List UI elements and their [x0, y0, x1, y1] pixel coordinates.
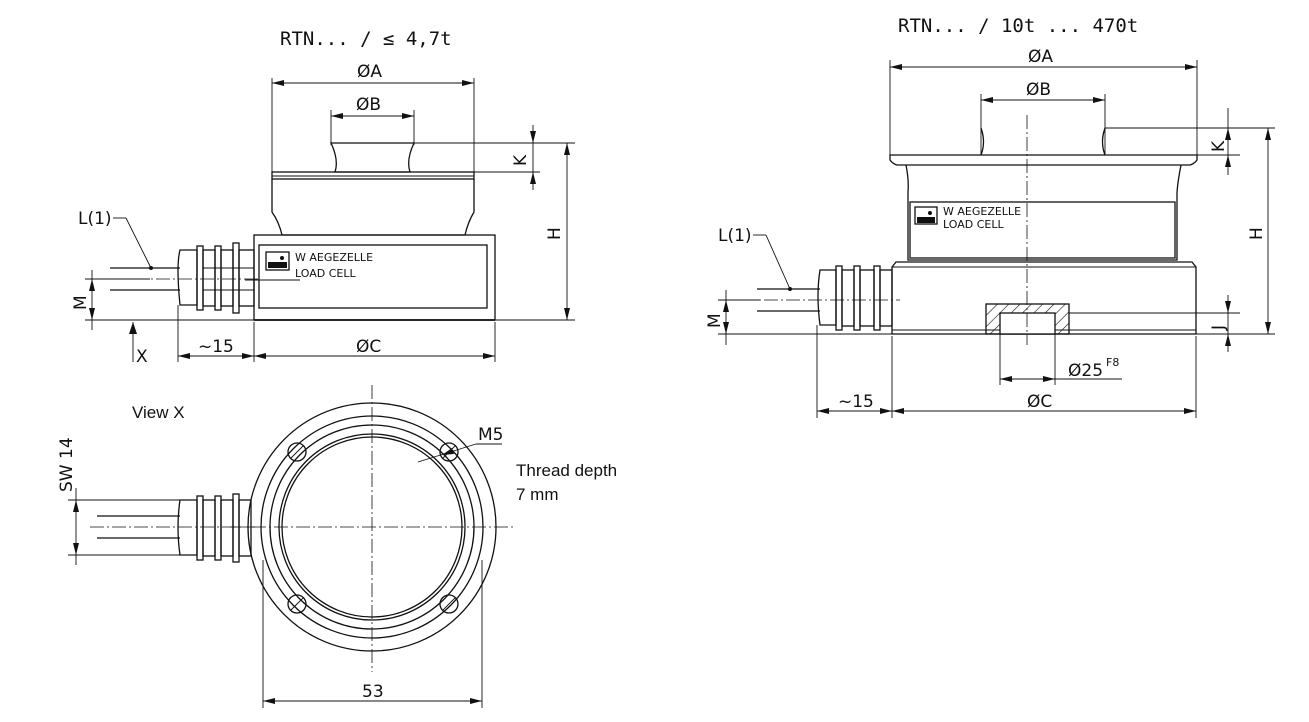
thread-note-line2: 7 mm [516, 485, 559, 504]
left-plate-line2: LOAD CELL [295, 267, 356, 280]
left-dim-15-c: ~15 ØC [177, 305, 496, 362]
bore-tolerance: F8 [1106, 356, 1119, 369]
right-plate-line1: W AEGEZELLE [943, 205, 1021, 218]
right-cable-leader: L(1) [718, 226, 792, 291]
left-dim-a: ØA [271, 62, 475, 178]
left-dim-m-label: M [71, 295, 91, 310]
view-x-letter: X [136, 347, 148, 367]
view-x-marker: X [129, 322, 148, 367]
right-dim-m-label: M [705, 313, 725, 328]
m5-callout: M5 Thread depth 7 mm [417, 425, 617, 504]
left-plate-line1: W AEGEZELLE [295, 251, 373, 264]
left-dim-h-label: H [545, 227, 565, 240]
right-dim-j: J [1069, 295, 1240, 352]
right-dim-a: ØA [889, 47, 1198, 160]
left-dim-15-label: ~15 [198, 337, 234, 357]
sw14-label: SW 14 [57, 437, 77, 492]
left-dim-m: M [71, 270, 254, 330]
bore-label: Ø25 [1068, 361, 1103, 381]
right-dim-m: M [705, 290, 892, 345]
right-cable-label: L(1) [718, 226, 752, 246]
right-dim-k: K [1197, 108, 1240, 175]
right-dim-b-label: ØB [1026, 80, 1051, 100]
right-dim-h-label: H [1247, 227, 1267, 240]
right-dim-a-label: ØA [1028, 47, 1053, 67]
right-dim-h: H [1196, 127, 1275, 335]
left-cable-leader: L(1) [78, 209, 153, 270]
right-dim-bore: Ø25 F8 [999, 334, 1122, 385]
left-dim-b: ØB [330, 95, 415, 145]
right-view-title: RTN... / 10t ... 470t [898, 15, 1138, 37]
right-dim-k-label: K [1209, 140, 1229, 152]
right-dim-b: ØB [980, 80, 1106, 155]
left-dim-h: H [414, 142, 575, 321]
view-x-flange [230, 385, 515, 672]
view-x: View X M5 Thread depth 7 mm [57, 385, 617, 708]
left-dim-k-label: K [511, 154, 531, 166]
left-side-view: RTN... / ≤ 4,7t ØA ØB [71, 28, 575, 367]
right-dim-j-label: J [1209, 325, 1229, 331]
right-dim-c-label: ØC [1027, 392, 1052, 412]
view-x-screw-holes [287, 442, 459, 614]
left-dim-c-label: ØC [356, 337, 381, 357]
view-x-cable-gland [90, 493, 255, 563]
dim-53-label: 53 [362, 682, 384, 702]
left-body: W AEGEZELLE LOAD CELL [245, 142, 496, 321]
right-body: W AEGEZELLE LOAD CELL [889, 115, 1240, 345]
left-cable-gland [90, 242, 260, 314]
left-dim-b-label: ØB [356, 95, 381, 115]
right-plate-line2: LOAD CELL [943, 218, 1004, 231]
right-side-view: RTN... / 10t ... 470t ØA ØB [705, 15, 1275, 418]
right-dim-15-c: ~15 ØC [816, 325, 1197, 418]
dim-sw14: SW 14 [57, 437, 197, 565]
right-dim-15-label: ~15 [838, 392, 874, 412]
thread-note-line1: Thread depth [516, 461, 617, 480]
left-dim-a-label: ØA [357, 62, 382, 82]
left-dim-k: K [410, 125, 540, 190]
right-cable-gland [720, 265, 900, 331]
view-x-title: View X [132, 403, 185, 422]
left-cable-label: L(1) [78, 209, 112, 229]
m5-label: M5 [478, 425, 503, 445]
left-view-title: RTN... / ≤ 4,7t [280, 28, 452, 50]
dim-53: 53 [262, 560, 483, 708]
